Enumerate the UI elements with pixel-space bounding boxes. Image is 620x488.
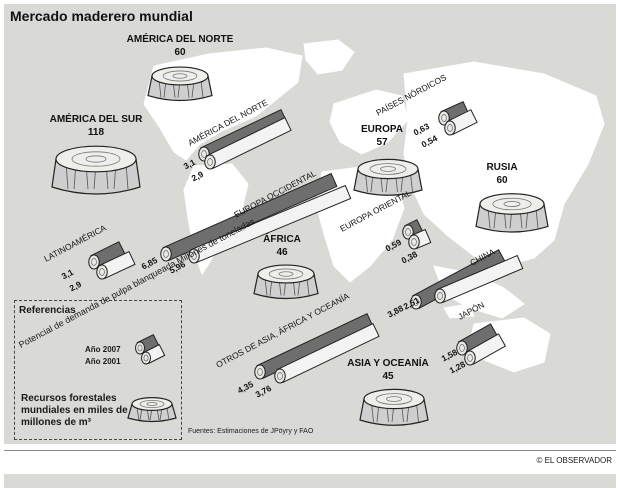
stump-europe — [353, 158, 423, 196]
forest-value-russia: 60 — [496, 175, 508, 186]
legend-log-2007-icon — [135, 333, 160, 355]
stump-south-america — [51, 145, 141, 195]
log-2001-north-america — [204, 117, 292, 170]
log-2001-western-europe — [188, 184, 352, 264]
forest-label-africa: ÁFRICA — [263, 232, 301, 245]
value-2007-other-asia: 4,35 — [236, 379, 256, 396]
forest-value-asia-oceania: 45 — [382, 371, 394, 382]
source-note: Fuentes: Estimaciones de JPöyry y FAO — [188, 428, 314, 435]
legend-forest-text: Recursos forestales mundiales en miles d… — [21, 393, 128, 428]
log-2007-western-europe — [160, 172, 338, 262]
stump-russia — [475, 193, 549, 233]
forest-label-asia-oceania: ASIA Y OCEANÍA — [347, 356, 429, 369]
land-greenland — [303, 39, 355, 75]
forest-value-africa: 46 — [276, 247, 288, 258]
forest-resources-layer — [51, 66, 549, 426]
forest-label-europe: EUROPA — [361, 124, 403, 135]
log-2001-nordic — [444, 109, 478, 136]
legend-box: Referencias Potencial de demanda de pulp… — [14, 216, 256, 440]
forest-value-south-america: 118 — [88, 127, 105, 138]
log-2007-latinamerica — [88, 241, 126, 270]
forest-label-russia: RUSIA — [486, 162, 517, 173]
legend-stump-icon — [127, 397, 177, 423]
infographic: AMÉRICA DEL NORTE 60 AMÉRICA DEL SUR 118… — [4, 4, 616, 444]
log-2001-latinamerica — [96, 250, 136, 280]
log-2007-other-asia — [254, 313, 374, 380]
legend-log-2001-icon — [141, 343, 166, 365]
bottom-band — [4, 474, 616, 488]
value-2007-latinamerica: 3,1 — [60, 267, 75, 282]
pulp-demand-layer — [88, 100, 524, 384]
value-2001-eastern-europe: 0,38 — [400, 249, 420, 266]
value-2001-other-asia: 3,76 — [254, 383, 274, 400]
value-2001-japan: 1,28 — [448, 359, 468, 376]
stump-asia-oceania — [359, 388, 429, 426]
page-title: Mercado maderero mundial — [10, 8, 193, 24]
stump-africa — [253, 264, 319, 300]
log-2001-eastern-europe — [408, 228, 432, 250]
log-2001-japan — [464, 333, 507, 366]
value-2001-latinamerica: 2,9 — [68, 279, 83, 294]
log-2001-other-asia — [274, 323, 380, 384]
stump-north-america — [147, 66, 213, 102]
legend-title: Referencias — [19, 305, 76, 316]
footer-divider — [4, 450, 616, 451]
land-europe — [329, 89, 409, 155]
forest-value-north-america: 60 — [174, 47, 186, 58]
map-illustration: AMÉRICA DEL NORTE 60 AMÉRICA DEL SUR 118… — [42, 32, 605, 426]
forest-label-south-america: AMÉRICA DEL SUR — [50, 112, 144, 125]
credit: © EL OBSERVADOR — [536, 456, 612, 465]
log-2001-china — [434, 254, 524, 304]
forest-label-north-america: AMÉRICA DEL NORTE — [127, 32, 234, 45]
land-indonesia — [443, 303, 475, 319]
forest-value-europe: 57 — [376, 137, 388, 148]
legend-year-2007: Año 2007 — [85, 345, 121, 354]
legend-year-2001: Año 2001 — [85, 357, 121, 366]
